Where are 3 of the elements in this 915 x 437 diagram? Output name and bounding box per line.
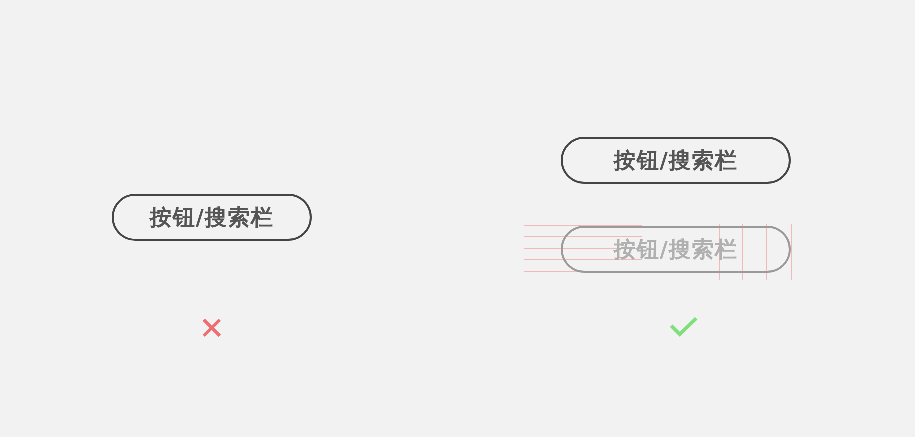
pill-button: 按钮/搜索栏 [112, 194, 312, 241]
pill-button: 按钮/搜索栏 [561, 137, 791, 184]
pill-button: 按钮/搜索栏 [561, 226, 791, 273]
